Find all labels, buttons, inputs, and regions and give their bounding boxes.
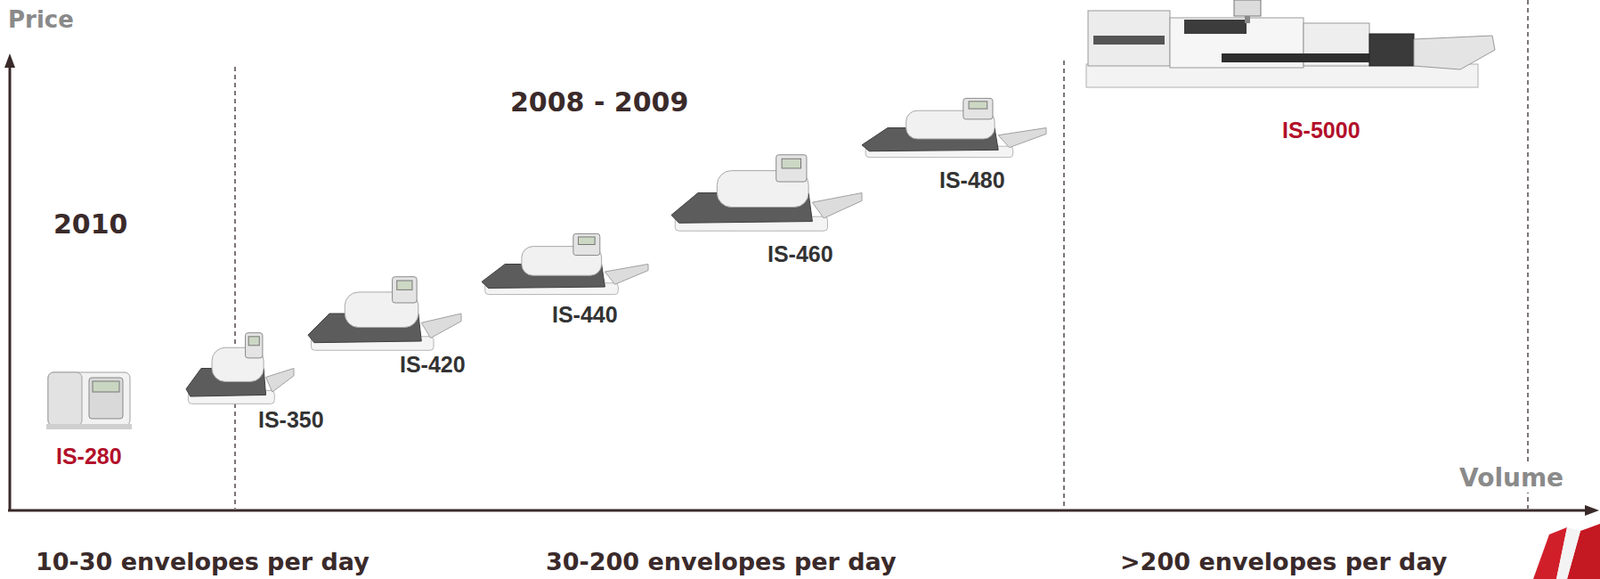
axes [4,53,1600,516]
postage-meter [671,154,862,231]
display-screen [397,280,413,290]
base-plate [46,423,132,430]
output-tray [266,368,294,393]
display-screen [968,101,988,109]
display-unit [963,97,993,119]
ribbon-decoration [1533,523,1600,579]
meter-side [48,372,82,426]
output-tray [998,128,1047,148]
model-name: IS-480 [937,167,1008,194]
feeder-deck [1093,35,1165,45]
model-name: IS-350 [256,406,326,433]
feeder [1088,10,1170,66]
model-name: IS-280 [54,443,124,470]
divider [1063,60,1064,509]
monitor [1234,0,1261,17]
year-label: 2008 - 2009 [508,87,691,119]
display-unit [776,154,807,182]
sealer [1369,33,1414,66]
model-name: IS-420 [397,351,468,378]
mailing-system [1086,0,1495,88]
postage-meter [46,372,132,430]
model-name: IS-460 [765,241,836,268]
volume-range: >200 envelopes per day [1118,547,1449,576]
x-axis [8,509,1587,512]
axis-title: Volume [1457,463,1566,493]
year-label: 2010 [51,209,130,241]
output-tray [812,193,862,219]
stacker [1413,35,1495,70]
machine-pictures [46,0,1495,430]
divider [1526,0,1528,509]
display-unit [392,276,418,303]
display-unit [573,233,601,255]
x-axis-arrow [1584,504,1600,516]
display-screen [92,381,120,392]
display-screen [248,336,260,346]
model-name: IS-440 [550,301,620,328]
display-screen [781,158,801,169]
y-axis-arrow [4,53,16,68]
output-tray [421,313,462,339]
axis-title: Price [6,7,76,34]
keypad [89,377,123,419]
volume-range: 30-200 envelopes per day [544,547,899,576]
segment-dividers [235,0,1528,509]
keyboard [1184,19,1247,34]
postage-meter [308,276,462,351]
display-unit [245,332,263,358]
dark-band [1221,53,1370,63]
display-screen [577,236,595,245]
divider [234,66,236,509]
y-axis [8,64,12,511]
monitor-stand [1244,16,1251,24]
model-name: IS-5000 [1280,117,1363,144]
meter-body [48,372,130,426]
postage-meter [481,233,649,294]
output-tray [604,264,649,285]
postage-meter [186,332,294,405]
ribbon [1556,527,1581,579]
postage-meter [861,97,1047,157]
volume-range: 10-30 envelopes per day [33,547,372,576]
